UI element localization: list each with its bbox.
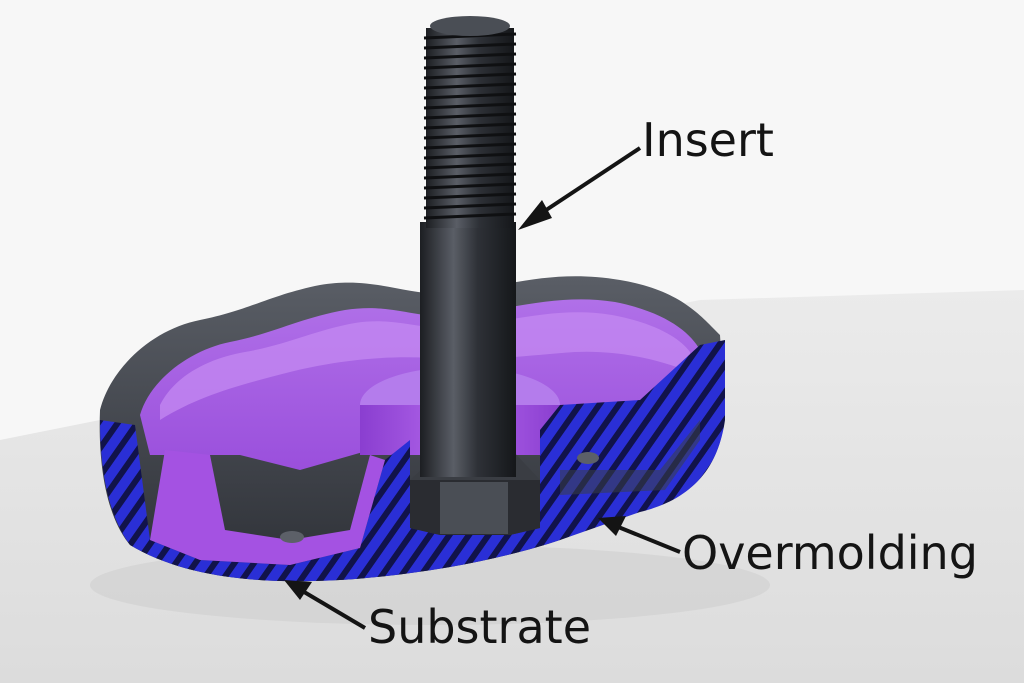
substrate-back-wall [160, 312, 690, 420]
insert-hex-highlight [440, 482, 508, 534]
locating-pin-left [280, 531, 304, 543]
insert-leader-arrow [518, 146, 642, 230]
insert-threads [423, 16, 517, 228]
overmolding-cross-section [100, 340, 725, 582]
substrate-cut-wall-right [560, 420, 700, 495]
overmolding-label: Overmolding [682, 526, 978, 580]
substrate-label: Substrate [368, 600, 591, 654]
insert-shank [420, 222, 516, 477]
overmolding-leader-arrow [598, 516, 681, 554]
locating-pin-right [577, 452, 599, 464]
substrate-cut-wall-left [150, 450, 385, 565]
substrate-leader-arrow [284, 580, 367, 630]
insert-label: Insert [642, 113, 774, 167]
